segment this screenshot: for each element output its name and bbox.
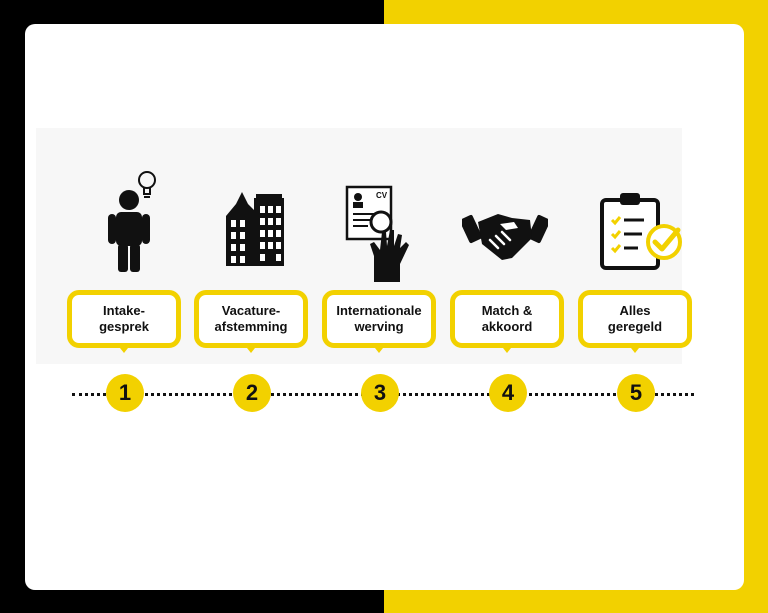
step-4-label: Match & akkoord (481, 303, 533, 334)
step-5-label-bubble: Alles geregeld (578, 290, 692, 348)
step-5-label: Alles geregeld (607, 303, 663, 334)
step-3-label: Internationale werving (336, 303, 422, 334)
cv-text: CV (376, 191, 388, 200)
step-1-label: Intake- gesprek (99, 303, 149, 334)
building-icon (222, 190, 288, 268)
step-1-number: 1 (106, 374, 144, 412)
clipboard-check-icon (598, 190, 688, 272)
step-5-number: 5 (617, 374, 655, 412)
step-4-label-bubble: Match & akkoord (450, 290, 564, 348)
person-lightbulb-icon (100, 168, 162, 274)
step-3-label-bubble: Internationale werving (322, 290, 436, 348)
cv-magnifier-hand-icon: CV (344, 184, 416, 284)
step-2-label-bubble: Vacature- afstemming (194, 290, 308, 348)
step-1-label-bubble: Intake- gesprek (67, 290, 181, 348)
step-2-label: Vacature- afstemming (214, 303, 288, 334)
step-4-number: 4 (489, 374, 527, 412)
handshake-icon (462, 204, 548, 264)
step-3-number: 3 (361, 374, 399, 412)
step-2-number: 2 (233, 374, 271, 412)
